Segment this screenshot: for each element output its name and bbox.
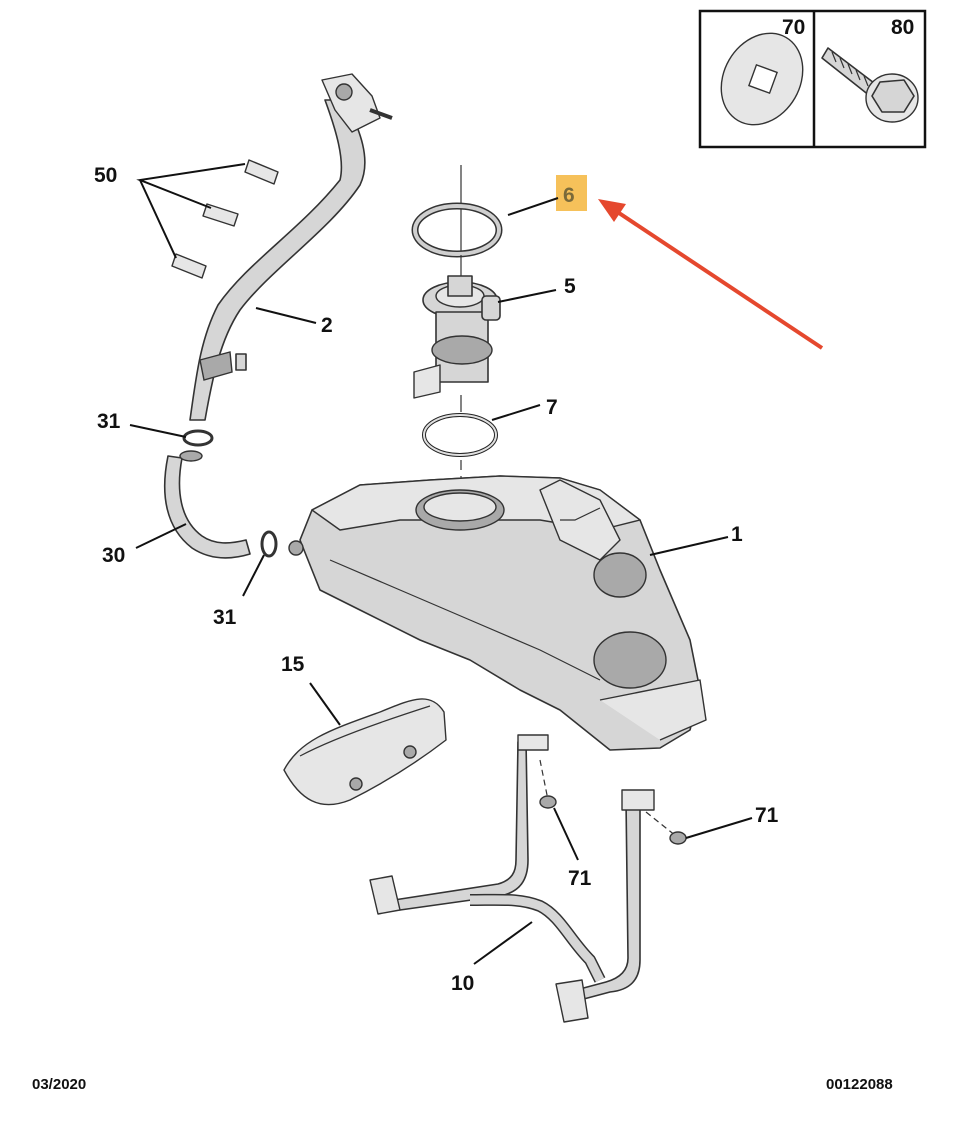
callout-30: 30 [102, 544, 125, 567]
callout-6-highlight [556, 175, 587, 211]
callout-71-lower: 71 [568, 867, 592, 890]
inset-box: 70 80 [698, 9, 927, 149]
callout-1: 1 [731, 523, 743, 546]
fuel-tank-part-1 [288, 475, 707, 751]
fuel-pump-part-5 [413, 255, 501, 399]
callout-70: 70 [782, 16, 805, 39]
filler-pipe-part-2 [189, 73, 393, 421]
callout-6: 6 [563, 184, 575, 207]
washer-part-70 [720, 32, 804, 126]
callout-80: 80 [891, 16, 914, 39]
callout-31-lower: 31 [213, 606, 237, 629]
callout-7: 7 [546, 396, 558, 419]
leader-lines [129, 163, 753, 965]
hose-clamp-part-31-lower [260, 530, 278, 558]
red-arrow [598, 199, 824, 350]
tank-straps-part-10 [369, 734, 655, 1023]
seal-ring-part-7 [422, 395, 498, 520]
heat-shield-part-15 [283, 698, 447, 806]
hose-clamp-part-31-upper [182, 429, 214, 447]
callout-10: 10 [451, 972, 474, 995]
footer-reference: 00122088 [826, 1076, 893, 1093]
callout-5: 5 [564, 275, 576, 298]
callout-15: 15 [281, 653, 305, 676]
callout-50: 50 [94, 164, 117, 187]
callout-71-right: 71 [755, 804, 779, 827]
callout-2: 2 [321, 314, 333, 337]
hose-part-30 [163, 450, 251, 559]
footer-date: 03/2020 [32, 1076, 86, 1093]
nuts-part-71 [539, 759, 687, 845]
lock-ring-part-6 [411, 165, 503, 258]
clips-part-50 [171, 159, 279, 279]
bolt-part-80 [821, 47, 919, 123]
callout-31-upper: 31 [97, 410, 121, 433]
